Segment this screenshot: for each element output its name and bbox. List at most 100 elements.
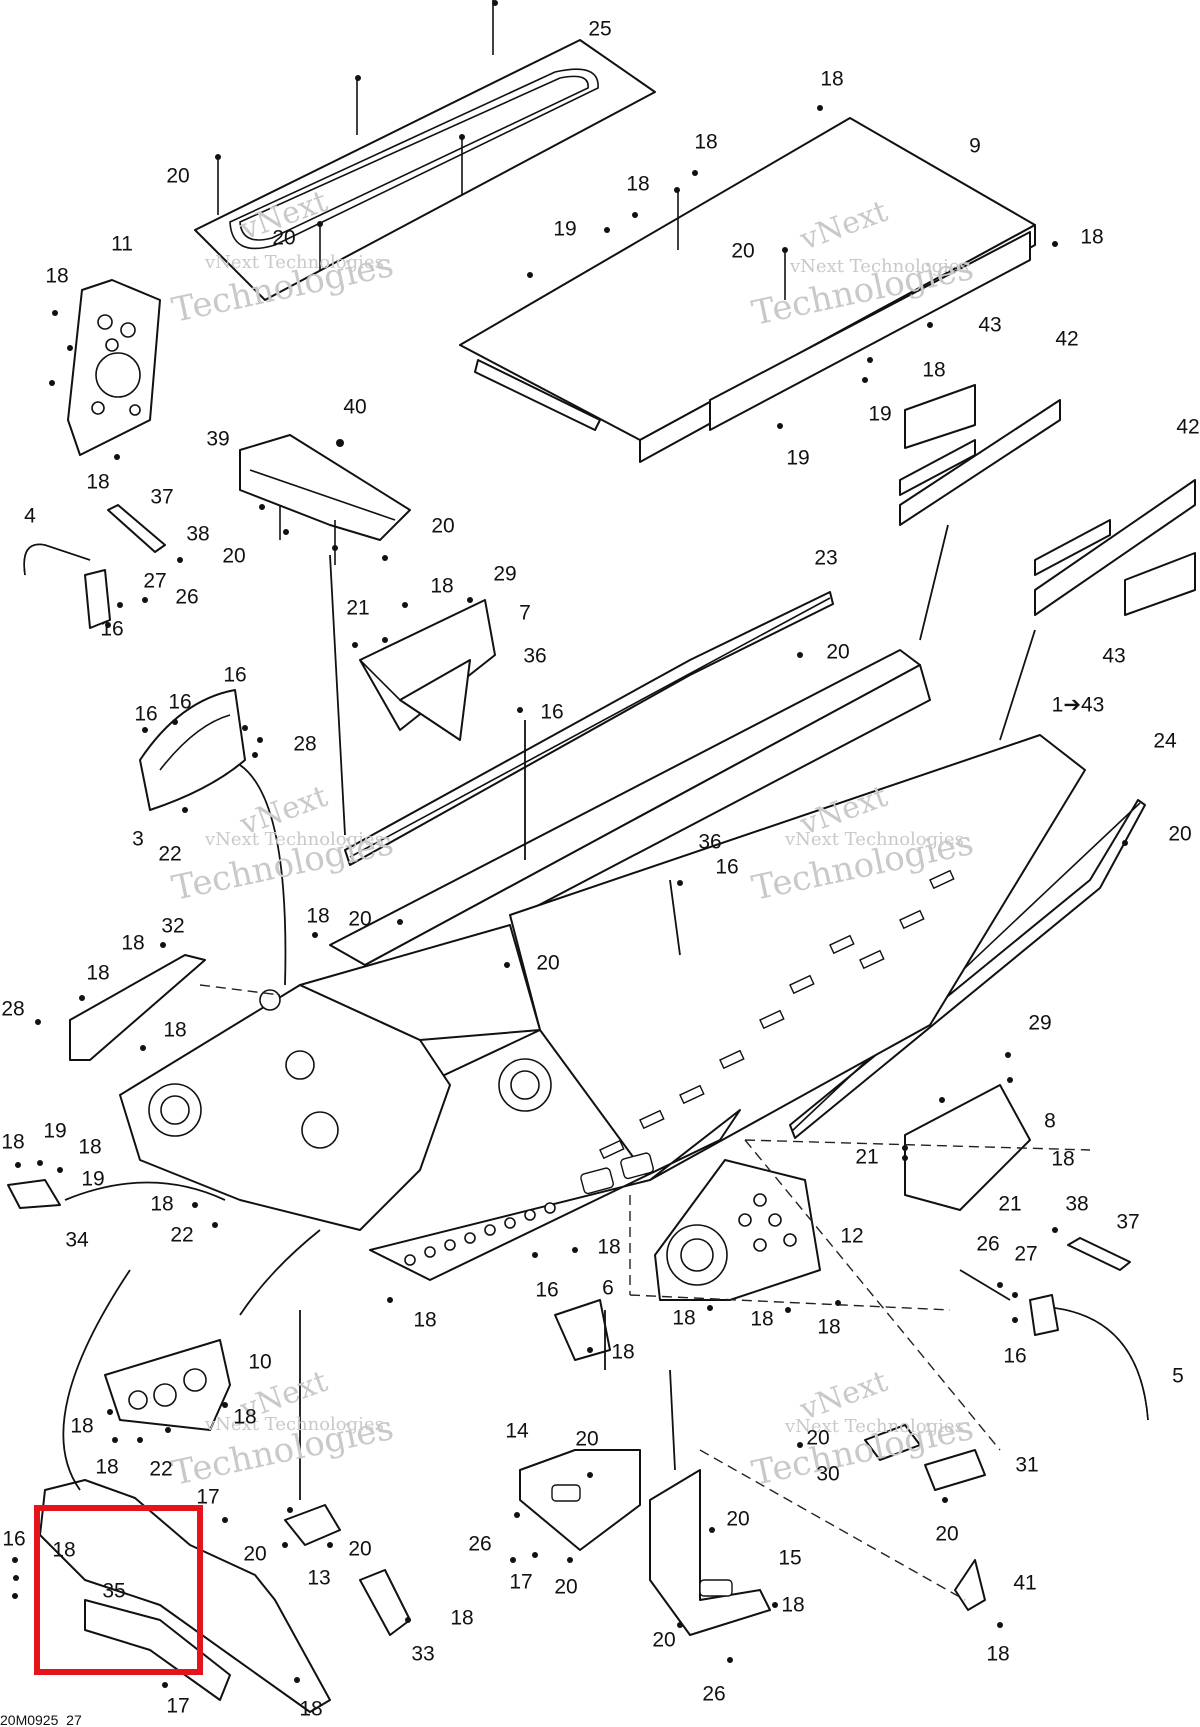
callout-20-label: 20 xyxy=(348,908,371,931)
callout-16-label: 16 xyxy=(223,664,246,687)
callout-18-label: 18 xyxy=(233,1406,256,1429)
callout-21-label: 21 xyxy=(346,597,369,620)
callout-39-label: 39 xyxy=(206,428,229,451)
part-5-handle-right xyxy=(1029,1237,1149,1421)
callout-18-label: 18 xyxy=(922,359,945,382)
callout-18-label: 18 xyxy=(820,68,843,91)
callout-16-label: 16 xyxy=(540,701,563,724)
callout-20-label: 20 xyxy=(272,227,295,250)
callout-26-label: 26 xyxy=(468,1533,491,1556)
part-4-handle-left xyxy=(23,543,111,629)
callout-8-label: 8 xyxy=(1044,1110,1056,1133)
callout-20-label: 20 xyxy=(166,165,189,188)
watermark-line2: vNext Technologies xyxy=(204,252,384,273)
watermark-line2: vNext Technologies xyxy=(784,1416,964,1437)
callout-18-label: 18 xyxy=(672,1307,695,1330)
callout-18-label: 18 xyxy=(150,1193,173,1216)
part-7-bracket xyxy=(359,599,496,741)
callout-18-label: 18 xyxy=(1,1131,24,1154)
part-23-rail-left xyxy=(344,591,834,866)
callout-36-label: 36 xyxy=(698,831,721,854)
callout-20-label: 20 xyxy=(554,1576,577,1599)
callout-12-label: 12 xyxy=(840,1225,863,1248)
callout-18-label: 18 xyxy=(299,1698,322,1721)
callout-1-43-label: 1➔43 xyxy=(1052,694,1105,717)
callout-13-label: 13 xyxy=(307,1567,330,1590)
part-25-top-plate xyxy=(194,0,656,301)
callout-18-label: 18 xyxy=(306,905,329,928)
callout-26-label: 26 xyxy=(175,586,198,609)
callout-18-label: 18 xyxy=(430,575,453,598)
part-11-bracket xyxy=(67,279,161,456)
callout-20-label: 20 xyxy=(826,641,849,664)
callout-18-label: 18 xyxy=(611,1341,634,1364)
callout-18-label: 18 xyxy=(163,1019,186,1042)
callout-18-label: 18 xyxy=(86,471,109,494)
part-39-bracket xyxy=(239,434,411,565)
part-41-bracket xyxy=(954,1559,986,1611)
callout-16-label: 16 xyxy=(100,618,123,641)
callout-20-label: 20 xyxy=(731,240,754,263)
callout-26-label: 26 xyxy=(976,1233,999,1256)
callout-24-label: 24 xyxy=(1153,730,1177,753)
callout-11-label: 11 xyxy=(111,233,133,256)
callout-labels: 2520201891818192018111843421819403919184… xyxy=(1,18,1199,1721)
callout-27-label: 27 xyxy=(1014,1243,1037,1266)
callout-15-label: 15 xyxy=(778,1547,801,1570)
callout-38-label: 38 xyxy=(1065,1193,1088,1216)
callout-23-label: 23 xyxy=(814,547,837,570)
callout-19-label: 19 xyxy=(43,1120,66,1143)
callout-29-label: 29 xyxy=(493,563,516,586)
part-14-bracket xyxy=(519,1449,641,1551)
callout-35-label: 35 xyxy=(102,1580,125,1603)
callout-17-label: 17 xyxy=(166,1695,189,1718)
fasteners xyxy=(12,0,1128,1688)
callout-18-label: 18 xyxy=(986,1643,1009,1666)
callout-20-label: 20 xyxy=(348,1538,371,1561)
callout-42-label: 42 xyxy=(1176,416,1199,439)
part-9-tunnel-plate xyxy=(459,117,1036,463)
callout-18-label: 18 xyxy=(1080,226,1103,249)
main-tunnel-frame xyxy=(119,649,1086,1281)
watermark-line2: vNext Technologies xyxy=(789,256,969,277)
callout-18-label: 18 xyxy=(750,1308,773,1331)
assembly-arrows xyxy=(62,524,1036,1500)
callout-16-label: 16 xyxy=(535,1279,558,1302)
callout-29-label: 29 xyxy=(1028,1012,1051,1035)
part-15-bracket xyxy=(649,1469,771,1636)
callout-37-label: 37 xyxy=(1116,1211,1139,1234)
callout-18-label: 18 xyxy=(70,1415,93,1438)
part-42-43-brackets xyxy=(899,384,1196,616)
part-12-side-plate xyxy=(654,1159,821,1301)
callout-43-label: 43 xyxy=(978,314,1001,337)
callout-18-label: 18 xyxy=(45,265,68,288)
callout-20-label: 20 xyxy=(536,952,559,975)
callout-42-label: 42 xyxy=(1055,328,1078,351)
callout-19-label: 19 xyxy=(786,447,809,470)
callout-22-label: 22 xyxy=(158,843,181,866)
callout-37-label: 37 xyxy=(150,486,173,509)
callout-16-label: 16 xyxy=(134,703,157,726)
callout-19-label: 19 xyxy=(553,218,576,241)
callout-18-label: 18 xyxy=(817,1316,840,1339)
callout-19-label: 19 xyxy=(868,403,891,426)
callout-18-label: 18 xyxy=(626,173,649,196)
part-8-bracket xyxy=(904,1084,1031,1211)
callout-20-label: 20 xyxy=(243,1543,266,1566)
callout-22-label: 22 xyxy=(149,1458,172,1481)
part-34-bracket xyxy=(7,1179,61,1209)
callout-28-label: 28 xyxy=(1,998,24,1021)
callout-16-label: 16 xyxy=(2,1528,25,1551)
callout-17-label: 17 xyxy=(196,1486,219,1509)
callout-27-label: 27 xyxy=(143,570,166,593)
callout-18-label: 18 xyxy=(121,932,144,955)
callout-20-label: 20 xyxy=(431,515,454,538)
callout-14-label: 14 xyxy=(505,1420,529,1443)
callout-20-label: 20 xyxy=(222,545,245,568)
dashed-guides xyxy=(199,984,1091,1601)
callout-20-label: 20 xyxy=(1168,823,1191,846)
callout-19-label: 19 xyxy=(81,1168,104,1191)
callout-17-label: 17 xyxy=(509,1571,532,1594)
callout-32-label: 32 xyxy=(161,915,184,938)
callout-22-label: 22 xyxy=(170,1224,193,1247)
